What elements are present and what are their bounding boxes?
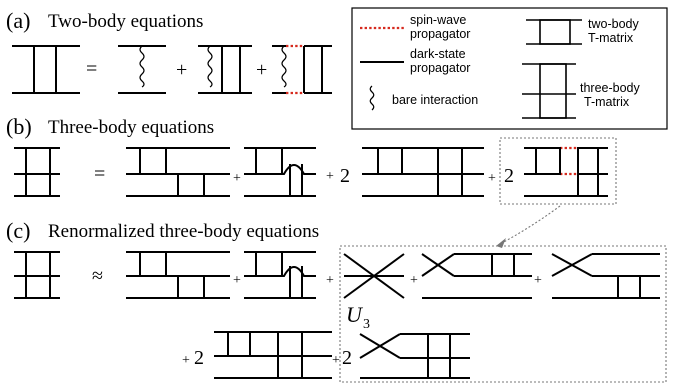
bare-interaction-spin-wave-term	[272, 44, 332, 95]
plus-sign: +	[256, 59, 267, 81]
legend-two-body-line2: T-matrix	[588, 31, 634, 45]
plus-sign: +	[332, 353, 340, 368]
legend-bare-interaction: bare interaction	[392, 93, 478, 107]
section-a-tag: (a)	[6, 8, 30, 33]
c-term-vertex-two-body-bottom	[551, 253, 660, 299]
bare-interaction-swatch	[369, 85, 375, 111]
plus-sign: +	[233, 171, 241, 186]
b-term-2	[244, 147, 316, 197]
bare-interaction-term	[118, 45, 166, 94]
bare-interaction-dark-state-term	[198, 45, 252, 94]
highlighted-term-box	[499, 137, 617, 205]
b-term-4-spin-wave	[524, 146, 608, 197]
equals-sign: =	[94, 163, 105, 185]
plus-sign: +	[182, 353, 190, 368]
legend-two-body-line1: two-body	[588, 17, 639, 31]
plus-sign: +	[233, 273, 241, 288]
b-term-3	[362, 147, 484, 197]
section-c-title: Renormalized three-body equations	[48, 221, 319, 242]
legend-spin-wave-line1: spin-wave	[410, 13, 466, 27]
plus-sign: +	[534, 273, 542, 288]
c-term-vertex-two-body-top	[421, 253, 532, 299]
plus-sign: +	[410, 273, 418, 288]
legend-three-body-line1: three-body	[580, 81, 641, 95]
section-a-title: Two-body equations	[48, 11, 203, 32]
legend-dark-state-line2: propagator	[410, 61, 470, 75]
multiplier-two: 2	[340, 165, 350, 187]
plus-sign: +	[326, 169, 334, 184]
b-term-1	[126, 147, 230, 197]
section-c-tag: (c)	[6, 218, 30, 243]
legend-three-body-line2: T-matrix	[584, 95, 630, 109]
c-term-2	[244, 251, 316, 299]
equals-sign: =	[86, 58, 97, 80]
c-term-1	[126, 251, 230, 299]
vertex-label-subscript: 3	[363, 317, 370, 332]
legend-frame	[351, 7, 668, 130]
multiplier-two: 2	[342, 347, 352, 369]
c-term-bottom-2	[359, 333, 470, 379]
three-body-vertex-u3	[343, 253, 405, 299]
three-body-tmatrix-lhs	[14, 147, 60, 197]
arrow-head	[496, 238, 506, 248]
legend: spin-wave propagator dark-state propagat…	[351, 7, 668, 130]
legend-dark-state-line1: dark-state	[410, 47, 466, 61]
three-body-tmatrix-swatch	[522, 63, 576, 119]
two-body-tmatrix-lhs	[12, 45, 80, 94]
c-term-bottom-1	[214, 331, 332, 379]
plus-sign: +	[326, 273, 334, 288]
arrow-connector	[499, 205, 561, 245]
two-body-tmatrix-swatch	[526, 19, 582, 45]
plus-sign: +	[176, 59, 187, 81]
three-body-tmatrix-lhs-renormalized	[14, 251, 60, 299]
vertex-label-u: U	[346, 302, 364, 327]
plus-sign: +	[488, 171, 496, 186]
renormalized-terms-box	[339, 245, 667, 383]
section-b-tag: (b)	[6, 114, 32, 139]
multiplier-two: 2	[194, 347, 204, 369]
legend-spin-wave-line2: propagator	[410, 27, 470, 41]
multiplier-two: 2	[504, 165, 514, 187]
section-b-title: Three-body equations	[48, 117, 214, 138]
approx-sign: ≈	[92, 265, 103, 287]
